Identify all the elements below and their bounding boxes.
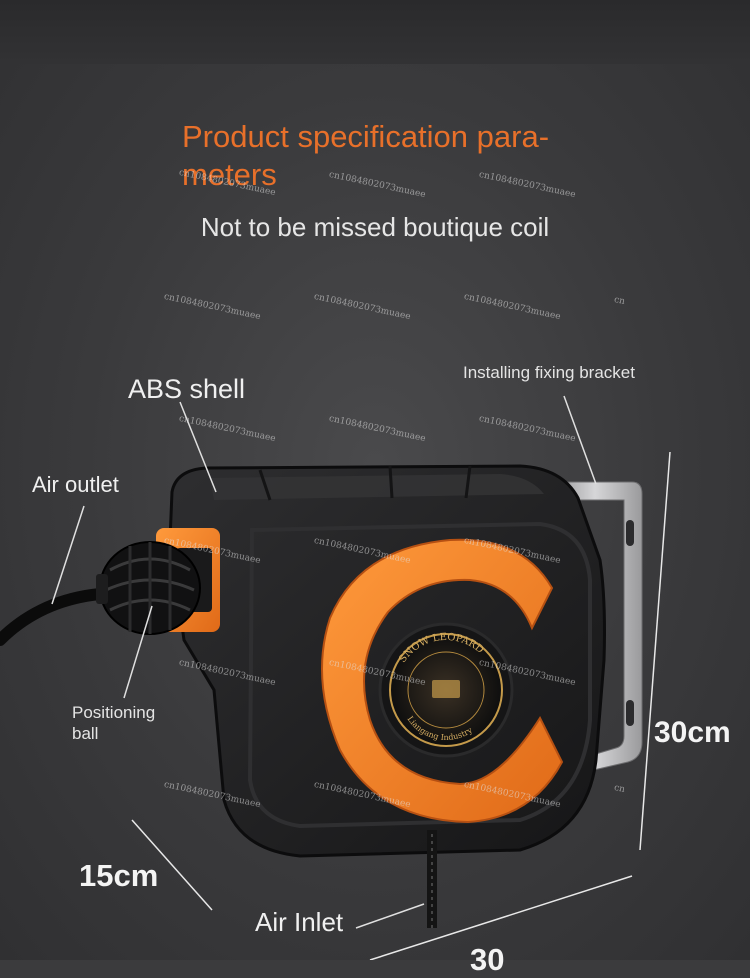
depth-dimension: 15cm <box>79 858 159 893</box>
page-title: Product specification para- meters <box>182 119 550 192</box>
page-subtitle: Not to be missed boutique coil <box>200 212 550 242</box>
top-band <box>0 0 750 64</box>
watermark: cn <box>613 294 626 308</box>
air-outlet-hose <box>0 588 106 646</box>
watermark: cn <box>613 782 626 796</box>
bracket-label: Installing fixing bracket <box>463 363 635 382</box>
air-inlet-label: Air Inlet <box>255 907 344 937</box>
abs-shell-label: ABS shell <box>128 374 246 404</box>
positioning-ball <box>96 541 201 635</box>
brand-badge: SNOW LEOPARD Liangang Industry <box>389 632 503 747</box>
dimension-lines <box>131 451 671 960</box>
air-outlet-label: Air outlet <box>32 472 119 497</box>
height-dimension: 30cm <box>654 716 731 749</box>
positioning-ball-label: Positioning ball <box>72 703 156 743</box>
width-dimension: 30 <box>470 942 505 977</box>
callout-lines <box>51 395 597 929</box>
